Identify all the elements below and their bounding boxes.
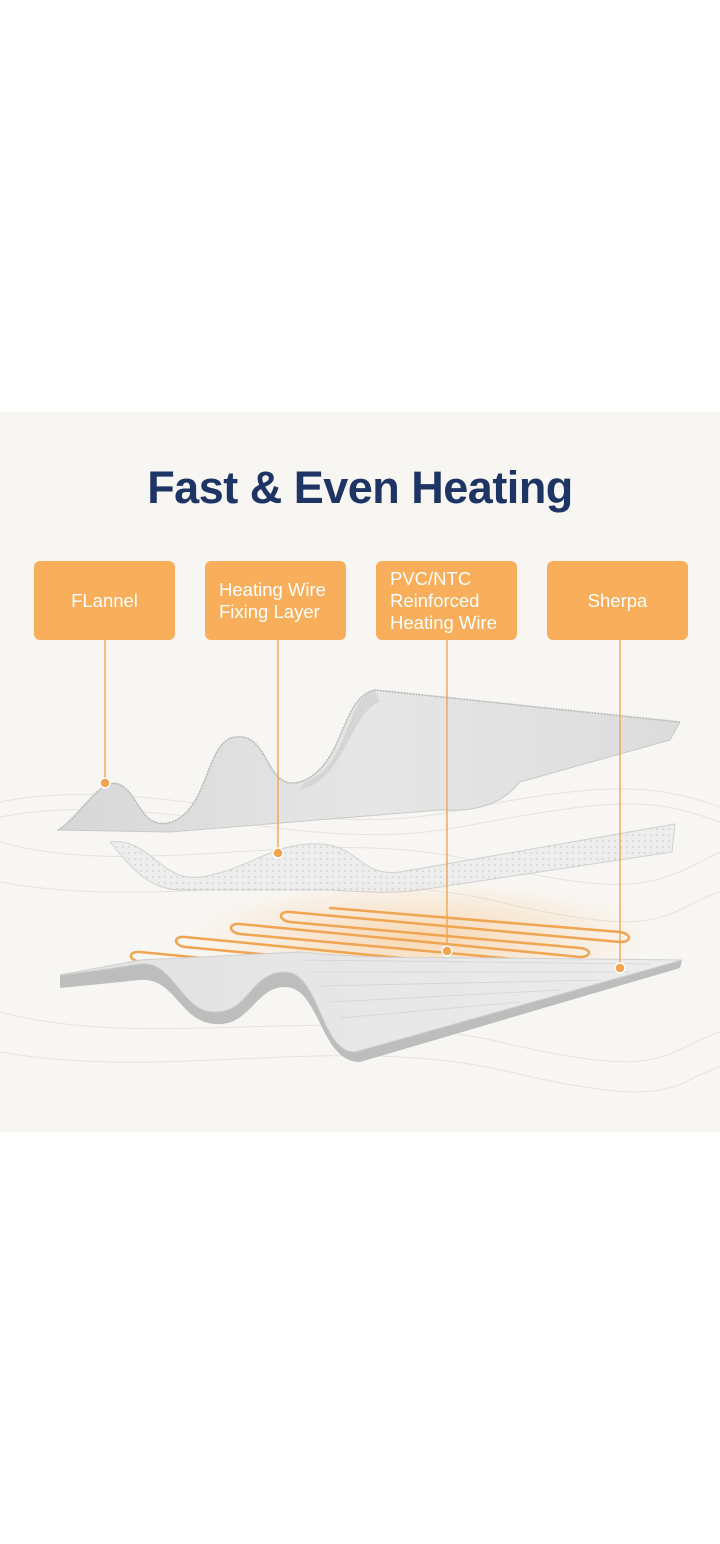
fixing-layer <box>109 823 676 893</box>
label-fixing-layer: Heating Wire Fixing Layer <box>205 561 346 640</box>
label-flannel: FLannel <box>34 561 175 640</box>
label-text: Sherpa <box>587 589 648 611</box>
label-sherpa: Sherpa <box>547 561 688 640</box>
flannel-layer <box>56 688 681 833</box>
callout-lines <box>104 640 621 968</box>
callout-dots <box>99 777 626 974</box>
sherpa-layer <box>59 951 683 1062</box>
label-text: PVC/NTC Reinforced Heating Wire <box>390 567 497 633</box>
layer-illustration <box>0 640 720 1093</box>
page-title: Fast & Even Heating <box>147 462 573 513</box>
label-text: Heating Wire Fixing Layer <box>219 578 326 622</box>
label-text: FLannel <box>71 589 138 611</box>
label-heating-wire: PVC/NTC Reinforced Heating Wire <box>376 561 517 640</box>
